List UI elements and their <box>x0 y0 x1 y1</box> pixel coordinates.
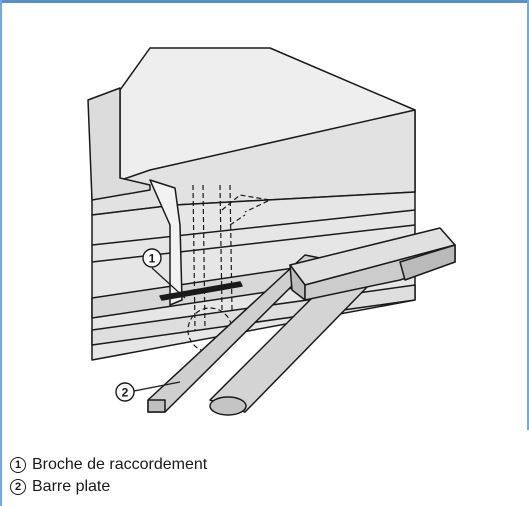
callout-1: 1 <box>142 248 186 299</box>
callout-2: 2 <box>115 381 181 402</box>
legend-2-number: 2 <box>10 479 26 495</box>
legend-1-text: Broche de raccordement <box>32 456 208 473</box>
hammer-handle-end <box>209 396 247 416</box>
legend-item-1: 1 Broche de raccordement <box>10 454 207 476</box>
left-border <box>0 0 2 506</box>
connecting-pin <box>159 281 243 301</box>
legend: 1 Broche de raccordement 2 Barre plate <box>10 454 207 498</box>
right-border <box>527 0 529 430</box>
step-notch <box>149 179 183 306</box>
legend-item-2: 2 Barre plate <box>10 476 207 498</box>
legend-1-number: 1 <box>10 457 26 473</box>
technical-illustration: 1 2 <box>87 47 456 416</box>
edge-line-1 <box>91 209 416 246</box>
hammer-head-face <box>399 244 456 281</box>
callout-1-number: 1 <box>149 252 156 266</box>
left-wall <box>87 87 151 201</box>
top-border <box>0 0 529 3</box>
legend-2-text: Barre plate <box>32 478 111 495</box>
callout-2-number: 2 <box>122 386 129 400</box>
